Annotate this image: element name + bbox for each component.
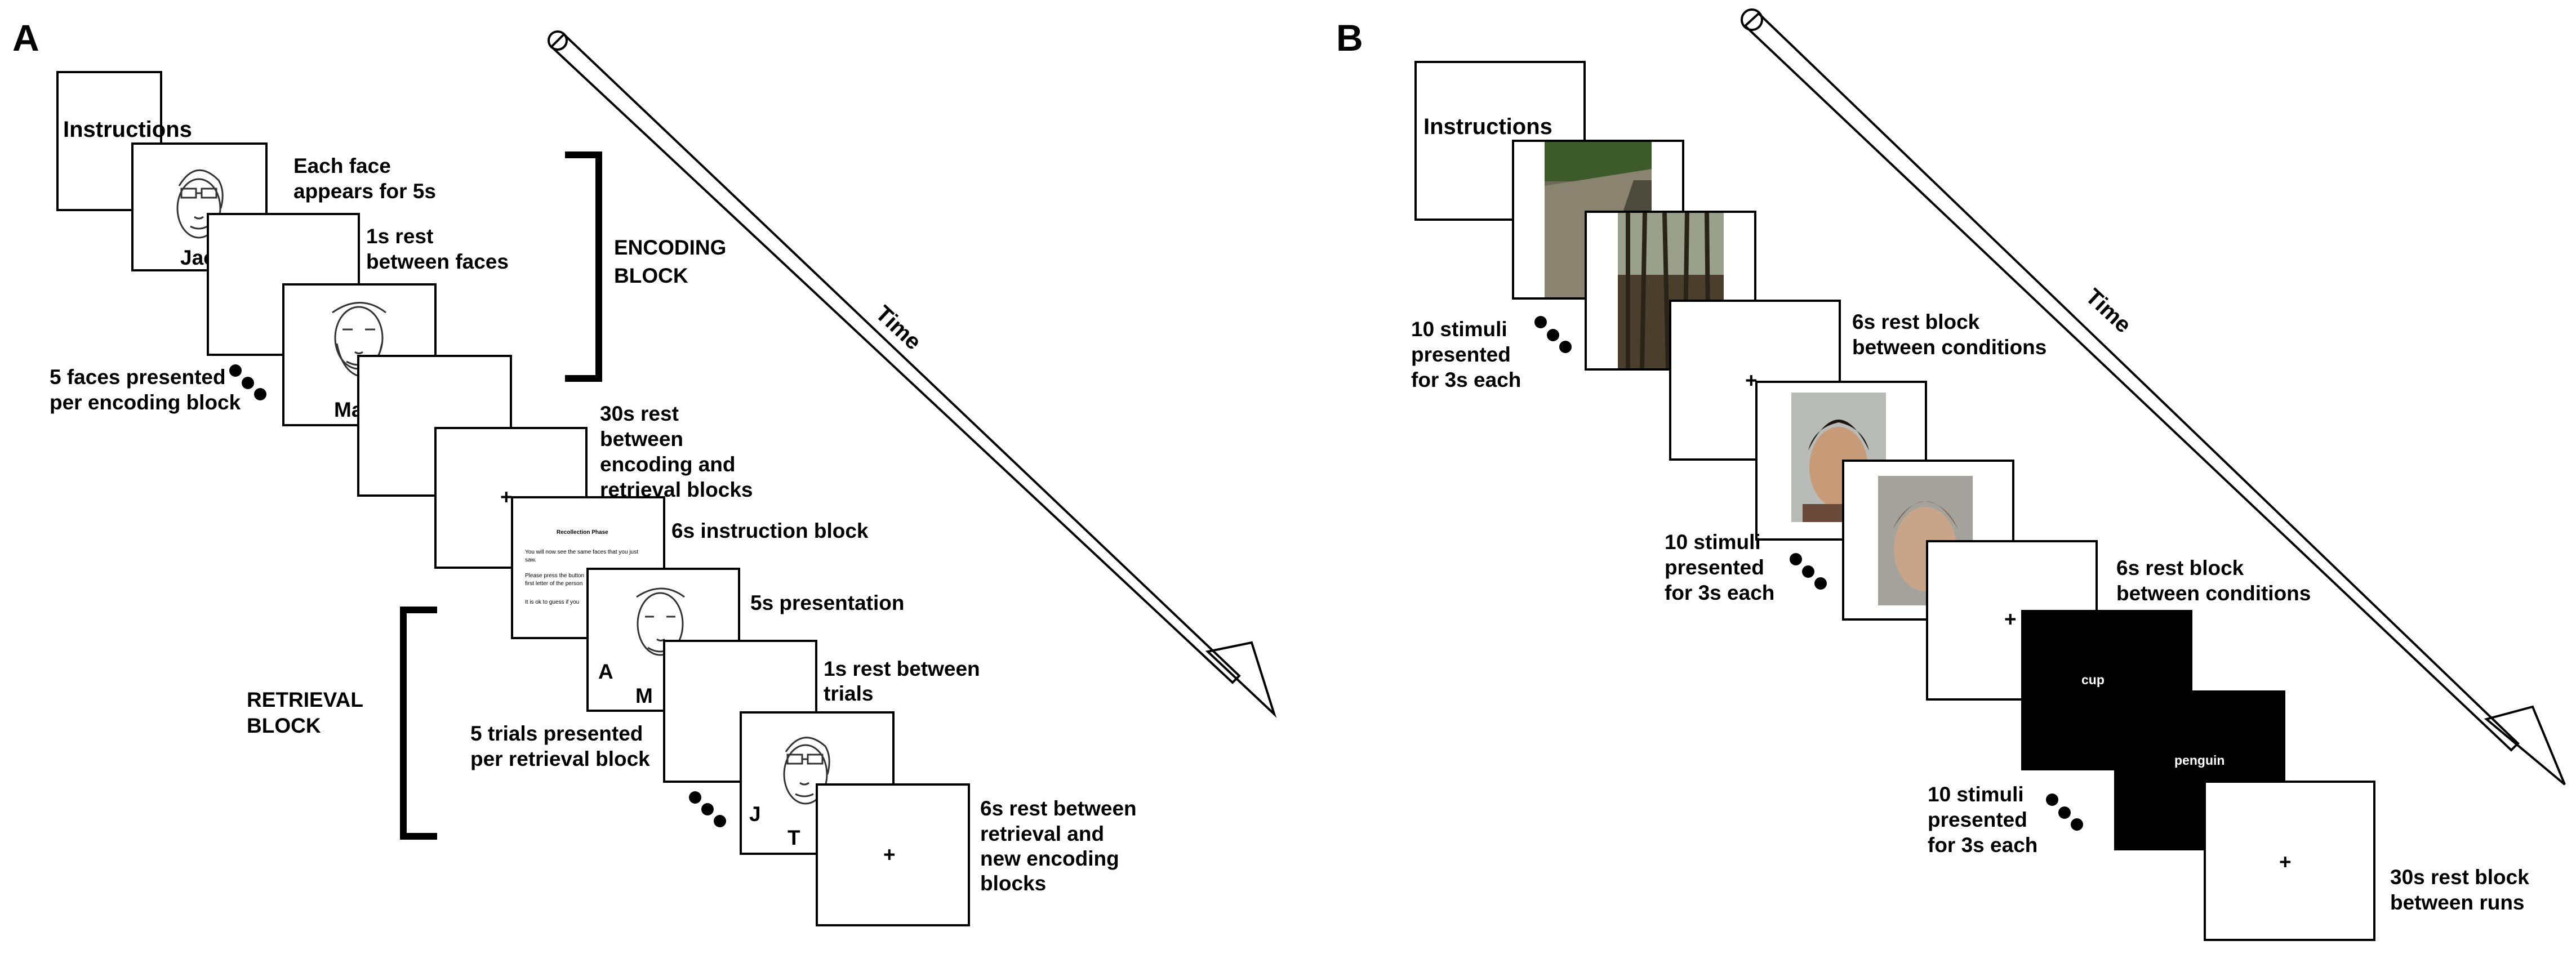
note-rest6-4: blocks bbox=[980, 872, 1046, 895]
note-rest-faces-1: 1s rest bbox=[366, 225, 433, 248]
note-rest3-2: between runs bbox=[2390, 891, 2525, 914]
note-rest30-3: encoding and bbox=[600, 453, 736, 476]
note-trials-per-block-2: per retrieval block bbox=[470, 747, 650, 770]
instruction-line-4: first letter of the person bbox=[525, 581, 582, 587]
encoding-label-2: BLOCK bbox=[614, 264, 688, 287]
face-sketch-1 bbox=[176, 169, 224, 239]
fixation-card-a2 bbox=[816, 783, 970, 926]
note-instruction-block: 6s instruction block bbox=[671, 519, 869, 542]
note-rest-trials-2: trials bbox=[824, 682, 873, 705]
panel-b-letter: B bbox=[1336, 17, 1363, 59]
note-stimuli3-2: presented bbox=[1928, 808, 2027, 831]
face-sketch-3 bbox=[636, 587, 685, 656]
note-stimuli1-2: presented bbox=[1411, 343, 1511, 366]
trial2-letter-t: T bbox=[788, 826, 800, 849]
note-rest1-2: between conditions bbox=[1852, 336, 2046, 359]
note-rest6-1: 6s rest between bbox=[980, 797, 1137, 820]
ellipsis-dots-b3 bbox=[2046, 793, 2083, 831]
note-presentation: 5s presentation bbox=[750, 591, 904, 614]
note-faces-per-block-2: per encoding block bbox=[50, 391, 241, 414]
note-rest-trials-1: 1s rest between bbox=[824, 657, 980, 680]
instruction-line-1: You will now see the same faces that you… bbox=[525, 549, 638, 555]
note-stimuli3-3: for 3s each bbox=[1928, 833, 2037, 857]
note-rest30-1: 30s rest bbox=[600, 402, 679, 425]
trial1-letter-a: A bbox=[598, 660, 613, 683]
note-rest2-2: between conditions bbox=[2116, 582, 2311, 605]
note-stimuli3-1: 10 stimuli bbox=[1928, 783, 2024, 806]
time-label-a: Time bbox=[871, 301, 926, 354]
fixation-a2: + bbox=[883, 843, 896, 866]
encoding-label-1: ENCODING bbox=[614, 236, 726, 259]
retrieval-label-1: RETRIEVAL bbox=[247, 688, 363, 711]
panel-a-letter: A bbox=[12, 17, 39, 59]
face-sketch-4 bbox=[783, 737, 830, 805]
instruction-line-5: It is ok to guess if you bbox=[525, 599, 579, 605]
note-trials-per-block-1: 5 trials presented bbox=[470, 722, 643, 745]
retrieval-label-2: BLOCK bbox=[247, 714, 321, 737]
retrieval-bracket bbox=[400, 607, 437, 840]
instruction-line-2: saw. bbox=[525, 557, 536, 563]
note-rest3-1: 30s rest block bbox=[2390, 866, 2529, 889]
note-rest2-1: 6s rest block bbox=[2116, 556, 2244, 579]
fixation-a1: + bbox=[500, 485, 513, 509]
instructions-text-b: Instructions bbox=[1423, 114, 1552, 139]
note-stimuli2-2: presented bbox=[1665, 556, 1764, 579]
ellipsis-dots-a2 bbox=[689, 791, 726, 827]
fixation-card-b3 bbox=[2204, 781, 2375, 941]
time-arrow-a bbox=[548, 30, 1277, 718]
ellipsis-dots-b1 bbox=[1534, 316, 1572, 353]
encoding-bracket bbox=[565, 151, 602, 382]
trial2-letter-j: J bbox=[749, 803, 761, 826]
ellipsis-dots-b2 bbox=[1790, 553, 1827, 590]
note-face-duration-2: appears for 5s bbox=[293, 180, 436, 203]
note-stimuli1-1: 10 stimuli bbox=[1411, 318, 1507, 341]
fixation-b3: + bbox=[2279, 850, 2292, 873]
note-rest1-1: 6s rest block bbox=[1852, 310, 1980, 333]
instruction-line-3: Please press the button bbox=[525, 573, 584, 579]
note-stimuli2-3: for 3s each bbox=[1665, 581, 1774, 604]
note-rest30-4: retrieval blocks bbox=[600, 478, 753, 501]
instructions-text-a: Instructions bbox=[63, 117, 192, 142]
note-stimuli1-3: for 3s each bbox=[1411, 368, 1521, 391]
time-arrow-b bbox=[1741, 8, 2566, 786]
fixation-b1: + bbox=[1745, 369, 1758, 392]
note-rest6-2: retrieval and bbox=[980, 822, 1104, 845]
note-face-duration-1: Each face bbox=[293, 154, 391, 177]
note-rest30-2: between bbox=[600, 427, 683, 451]
note-rest6-3: new encoding bbox=[980, 847, 1119, 870]
fixation-b2: + bbox=[2004, 608, 2017, 631]
ellipsis-dots-a1 bbox=[229, 364, 266, 400]
trial1-letter-m: M bbox=[635, 684, 653, 707]
instruction-card-title: Recollection Phase bbox=[557, 529, 608, 536]
note-rest-faces-2: between faces bbox=[366, 250, 509, 273]
note-faces-per-block-1: 5 faces presented bbox=[50, 365, 226, 389]
word-penguin: penguin bbox=[2174, 753, 2224, 768]
word-cup: cup bbox=[2081, 672, 2105, 687]
note-stimuli2-1: 10 stimuli bbox=[1665, 531, 1761, 554]
